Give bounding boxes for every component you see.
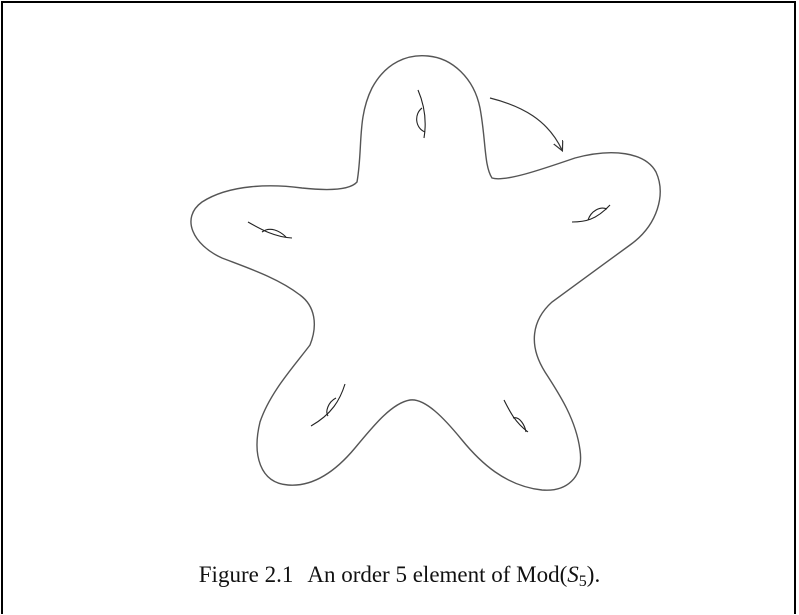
- handle-top: [416, 89, 426, 139]
- math-paren-open: (: [559, 562, 568, 587]
- figure-caption: Figure 2.1 An order 5 element of Mod(S5).: [0, 562, 799, 591]
- math-paren-close: ).: [586, 562, 601, 587]
- rotation-arrow: [489, 97, 562, 150]
- handle-right: [571, 204, 611, 223]
- surface-outline: [190, 55, 661, 491]
- math-symbol: S: [567, 562, 579, 587]
- figure-label: Figure 2.1: [198, 562, 294, 587]
- handle-left: [247, 221, 293, 239]
- handle-bottom-right: [503, 399, 529, 433]
- math-subscript: 5: [578, 573, 587, 590]
- math-operator: Mod: [516, 562, 560, 587]
- caption-text: An order 5 element of: [307, 562, 517, 587]
- handle-bottom-left: [310, 383, 346, 427]
